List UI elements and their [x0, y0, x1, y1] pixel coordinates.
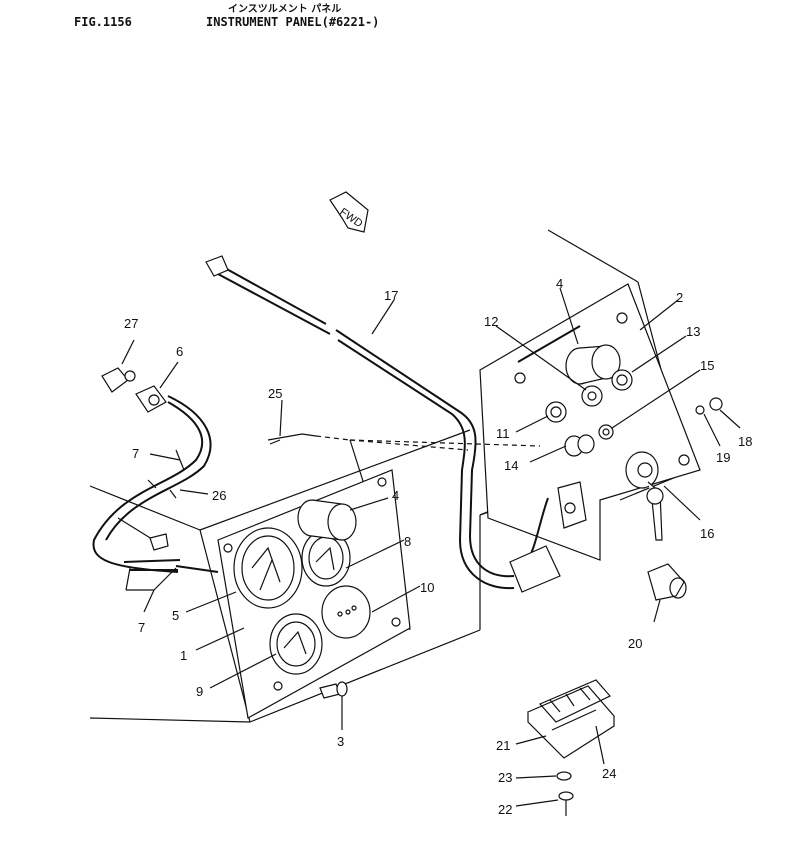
callout-labels: 1 2 3 4 4 5 6 7 7 8 9 10 11 12 13 14 15 …	[124, 276, 752, 817]
gauge-9	[269, 613, 323, 675]
callout-10: 10	[420, 580, 434, 595]
callout-8: 8	[404, 534, 411, 549]
nut-18	[709, 397, 723, 411]
cap-20	[647, 563, 687, 601]
callout-13: 13	[686, 324, 700, 339]
wire-25	[267, 433, 541, 451]
figure-number: FIG.1156	[74, 15, 132, 29]
callout-2: 2	[676, 290, 683, 305]
callout-27: 27	[124, 316, 138, 331]
callout-3: 3	[337, 734, 344, 749]
wiring-harness	[92, 395, 219, 573]
washer-19	[695, 405, 705, 415]
title-english: INSTRUMENT PANEL(#6221-)	[206, 15, 380, 29]
lamp-cable	[509, 481, 587, 593]
callout-19: 19	[716, 450, 730, 465]
bushing-11	[545, 401, 567, 423]
washer-15	[598, 424, 614, 440]
callout-11: 11	[496, 426, 510, 441]
callout-15: 15	[700, 358, 714, 373]
title-japanese: インスツルメント パネル	[228, 4, 342, 15]
callout-24: 24	[602, 766, 616, 781]
bolt-3	[319, 681, 348, 699]
screw-22	[558, 791, 574, 816]
callout-12: 12	[484, 314, 498, 329]
indicator-lamp-4-lower	[297, 499, 357, 541]
callout-25: 25	[268, 386, 282, 401]
callout-21: 21	[496, 738, 510, 753]
switch-13	[611, 369, 633, 391]
indicator-lamp-4-upper	[565, 344, 621, 385]
lamp-socket-12	[581, 385, 603, 407]
callout-4-upper: 4	[556, 276, 563, 291]
callout-4-lower: 4	[392, 488, 399, 503]
key-switch-16	[625, 451, 664, 541]
fuse-box	[526, 679, 615, 759]
gauge-5	[233, 527, 303, 609]
leader-lines	[121, 287, 741, 807]
callout-6: 6	[176, 344, 183, 359]
callout-7-lower: 7	[138, 620, 145, 635]
bulb-14	[564, 434, 595, 457]
connector-6	[135, 385, 167, 413]
forward-arrow: FWD	[329, 191, 369, 233]
callout-16: 16	[700, 526, 714, 541]
callout-9: 9	[196, 684, 203, 699]
callout-5: 5	[172, 608, 179, 623]
callout-20: 20	[628, 636, 642, 651]
callout-14: 14	[504, 458, 518, 473]
upper-panel	[479, 283, 701, 561]
callout-22: 22	[498, 802, 512, 817]
callout-17: 17	[384, 288, 398, 303]
meter-cable-17	[205, 255, 515, 590]
washer-23	[556, 771, 572, 781]
callout-26: 26	[212, 488, 226, 503]
callout-23: 23	[498, 770, 512, 785]
callout-1: 1	[180, 648, 187, 663]
callout-18: 18	[738, 434, 752, 449]
callout-7-upper: 7	[132, 446, 139, 461]
sensor-27	[101, 367, 136, 393]
blank-plug-10	[321, 585, 371, 639]
